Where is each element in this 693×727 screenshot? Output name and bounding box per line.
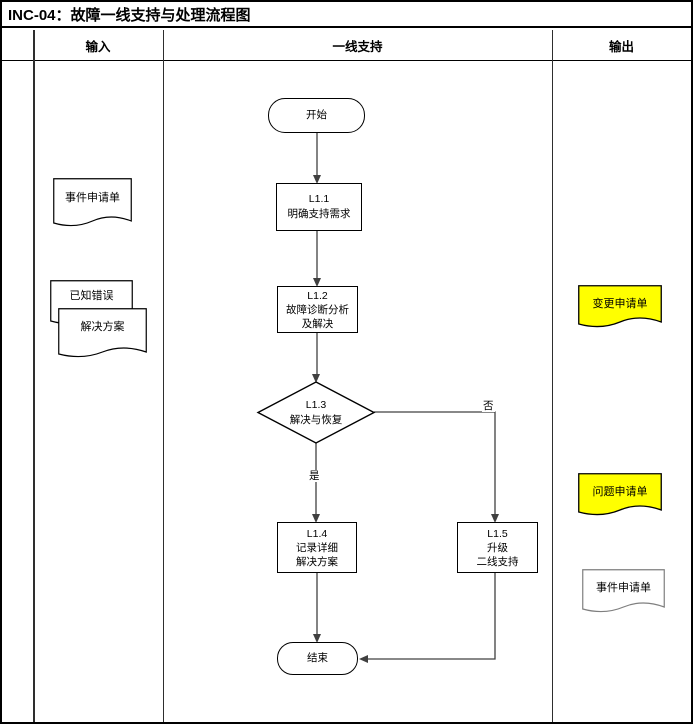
lane-header-output: 输出 <box>552 30 691 60</box>
input-doc-incident-shape <box>53 178 132 227</box>
output-doc-incident-request-label: 事件申请单 <box>596 582 651 594</box>
step-l12-id: L1.2 <box>307 289 328 302</box>
lane-header-input-label: 输入 <box>85 39 111 54</box>
step-l11-label: 明确支持需求 <box>287 208 351 220</box>
output-doc-incident-request-shape <box>582 569 665 613</box>
decision-yes-label: 是 <box>308 470 321 482</box>
input-doc-incident-label: 事件申请单 <box>65 192 120 204</box>
step-l15-id: L1.5 <box>487 527 508 540</box>
lane-header-main: 一线支持 <box>163 30 552 60</box>
decision-l13-text: L1.3 解决与恢复 <box>258 382 374 443</box>
output-doc-problem-request-label: 问题申请单 <box>592 486 648 498</box>
decision-l13-id: L1.3 <box>305 398 327 411</box>
lane-divider-margin <box>33 30 35 722</box>
output-doc-change-request-label: 变更申请单 <box>592 298 648 310</box>
step-l14-id: L1.4 <box>306 527 328 540</box>
lane-header-main-label: 一线支持 <box>332 39 383 54</box>
output-doc-change-request-shape <box>578 285 662 328</box>
step-l12-label: 故障诊断分析 及解决 <box>286 303 349 330</box>
step-l15-label: 升级 二线支持 <box>476 541 519 568</box>
lane-divider-input-main <box>163 30 164 722</box>
start-node: 开始 <box>268 98 365 133</box>
step-l11-node: L1.1 明确支持需求 <box>276 183 362 231</box>
step-l14-label: 记录详细 解决方案 <box>296 541 338 568</box>
lane-header-input: 输入 <box>33 30 163 60</box>
end-node-label: 结束 <box>307 652 328 664</box>
step-l14-node: L1.4 记录详细 解决方案 <box>277 522 357 573</box>
input-doc-solution-label: 解决方案 <box>80 321 125 333</box>
lane-header-output-label: 输出 <box>608 39 634 54</box>
page-title: INC-04：故障一线支持与处理流程图 <box>2 2 691 28</box>
end-node: 结束 <box>277 642 358 675</box>
step-l12-node: L1.2 故障诊断分析 及解决 <box>277 286 358 333</box>
step-l15-node: L1.5 升级 二线支持 <box>457 522 538 573</box>
start-node-label: 开始 <box>306 109 327 121</box>
lane-divider-main-output <box>552 30 553 722</box>
output-doc-problem-request-shape <box>578 473 662 516</box>
page-title-text: INC-04：故障一线支持与处理流程图 <box>8 6 251 24</box>
step-l11-id: L1.1 <box>308 193 330 205</box>
header-divider <box>2 60 691 61</box>
decision-l13-label: 解决与恢复 <box>289 413 343 426</box>
input-doc-solution-shape <box>58 308 147 358</box>
input-doc-known-error-label: 已知错误 <box>69 290 114 302</box>
decision-no-label: 否 <box>482 400 495 412</box>
